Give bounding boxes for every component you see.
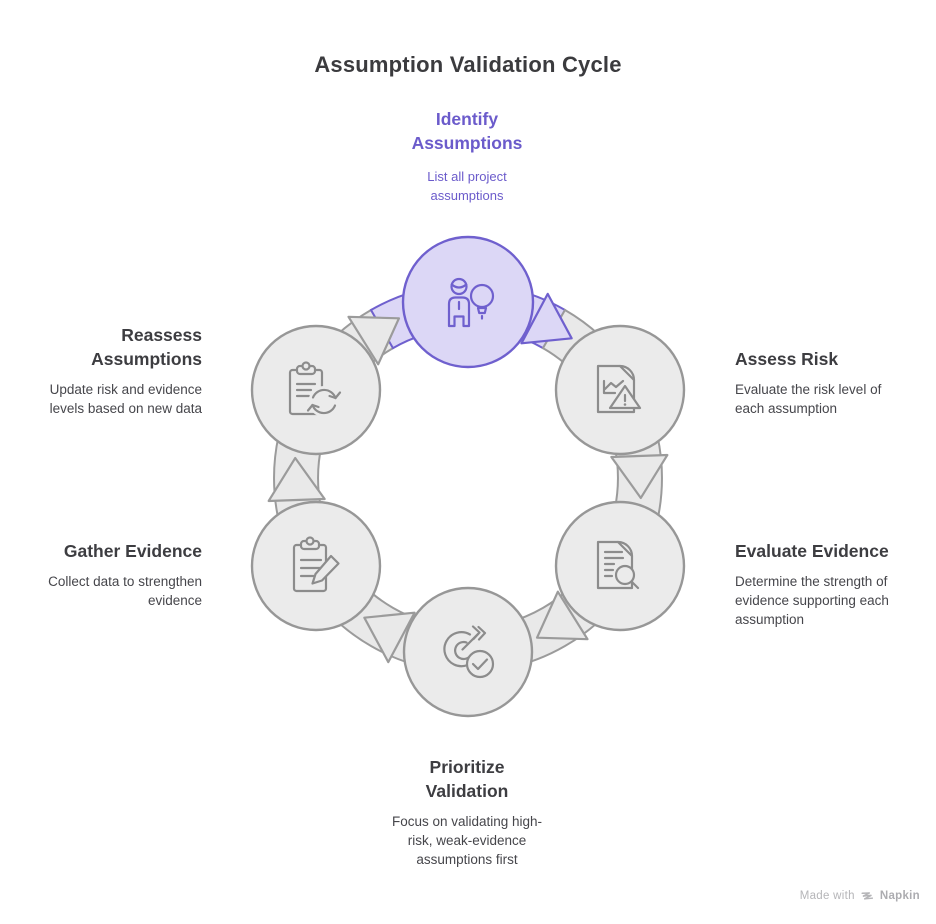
arrow-head-assess-evaluate (610, 453, 669, 500)
node-title-line: Prioritize (429, 757, 505, 777)
node-title-line: Gather Evidence (63, 541, 202, 561)
node-desc-line: List all project (427, 169, 507, 184)
arrow-head-prioritize-gather (363, 611, 416, 664)
node-title-line: Assumptions (411, 133, 523, 153)
risk-document-icon (596, 364, 642, 414)
node-title-line: Assumptions (91, 349, 202, 369)
node-desc-line: Focus on validating high- (391, 814, 543, 829)
node-desc-line: assumptions (430, 188, 504, 203)
node-title-line: Assess Risk (735, 349, 839, 369)
node-label-evaluate-evidence: Evaluate Evidence Determine the strength… (735, 539, 936, 629)
arrow-head-gather-reassess (267, 456, 326, 503)
node-circle-prioritize-validation[interactable] (402, 586, 534, 718)
clipboard-pencil-icon (292, 536, 340, 593)
arrow-head-identify-assess (520, 292, 573, 345)
node-title-line: Identify (435, 109, 499, 129)
node-circle-gather-evidence[interactable] (250, 500, 382, 632)
made-with-napkin-link[interactable]: Made with Napkin (800, 889, 920, 903)
document-search-icon (596, 540, 640, 590)
napkin-brand-text: Napkin (879, 890, 920, 902)
node-circle-evaluate-evidence[interactable] (554, 500, 686, 632)
clipboard-refresh-icon (288, 361, 342, 417)
arrow-head-reassess-identify (347, 315, 401, 366)
node-circle-assess-risk[interactable] (554, 324, 686, 456)
node-desc-line: risk, weak-evidence (407, 833, 527, 848)
node-desc-line: evidence supporting each (735, 593, 889, 608)
node-desc-line: levels based on new data (49, 401, 202, 416)
person-lightbulb-icon (447, 277, 495, 328)
target-check-icon (443, 625, 495, 679)
node-desc-line: each assumption (735, 401, 838, 416)
node-desc-line: Update risk and evidence (49, 382, 202, 397)
node-desc-line: Collect data to strengthen (48, 574, 202, 589)
node-desc-line: Evaluate the risk level of (735, 382, 882, 397)
node-title-line: Reassess (121, 325, 202, 345)
node-label-reassess-assumptions: Reassess Assumptions Update risk and evi… (0, 323, 202, 418)
node-label-prioritize-validation: Prioritize Validation Focus on validatin… (317, 755, 617, 869)
cycle-arrow-heads (267, 292, 669, 664)
napkin-logo-icon (861, 892, 873, 900)
node-label-identify-assumptions: Identify Assumptions List all project as… (317, 107, 617, 205)
node-desc-line: Determine the strength of (735, 574, 888, 589)
cycle-nodes (250, 235, 686, 718)
node-label-assess-risk: Assess Risk Evaluate the risk level of e… (735, 347, 935, 418)
node-desc-line: evidence (147, 593, 202, 608)
arrow-head-evaluate-prioritize (535, 590, 589, 641)
made-with-text: Made with (799, 890, 855, 902)
node-label-gather-evidence: Gather Evidence Collect data to strength… (0, 539, 202, 610)
page-title: Assumption Validation Cycle (314, 52, 622, 77)
node-title-line: Validation (425, 781, 509, 801)
node-desc-line: assumption (735, 612, 805, 627)
node-desc-line: assumptions first (416, 852, 518, 867)
node-title-line: Evaluate Evidence (735, 541, 889, 561)
